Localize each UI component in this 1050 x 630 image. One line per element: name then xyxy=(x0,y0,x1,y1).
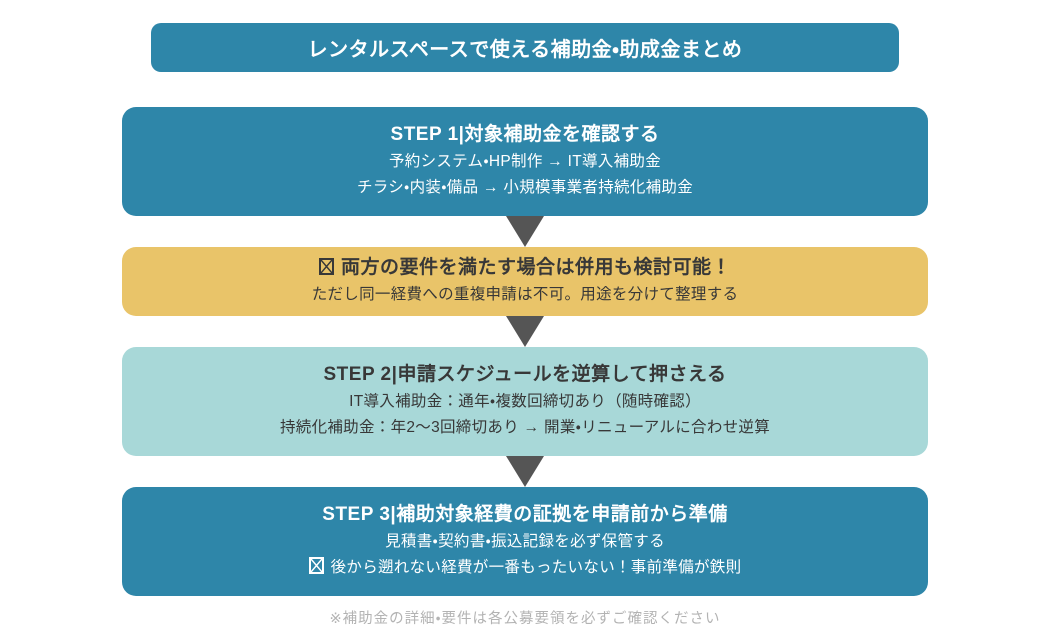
step2-title: STEP 2|申請スケジュールを逆算して押さえる xyxy=(323,364,727,385)
callout-title: 両方の要件を満たす場合は併用も検討可能！ xyxy=(132,254,918,282)
step1-title: STEP 1|対象補助金を確認する xyxy=(390,124,660,145)
step1-line2: チラシ・内装・備品 → 小規模事業者持続化補助金 xyxy=(356,179,694,196)
step1-box: STEP 1|対象補助金を確認する 予約システム・HP制作 → IT導入補助金 … xyxy=(122,107,928,216)
down-arrow-icon xyxy=(506,316,544,347)
down-arrow-icon xyxy=(506,456,544,487)
boxed-x-icon xyxy=(318,258,334,275)
step2-line1: IT導入補助金：通年・複数回締切あり（随時確認） xyxy=(349,393,701,410)
step3-box: STEP 3|補助対象経費の証拠を申請前から準備 見積書・契約書・振込記録を必ず… xyxy=(122,487,928,596)
step2-line2: 持続化補助金：年2〜3回締切あり → 開業・リニューアルに合わせ逆算 xyxy=(279,419,771,436)
callout-box: 両方の要件を満たす場合は併用も検討可能！ ただし同一経費への重複申請は不可。用途… xyxy=(122,247,928,316)
title-banner: レンタルスペースで使える補助金・助成金まとめ xyxy=(151,23,899,72)
down-arrow-icon xyxy=(506,216,544,247)
step2-box: STEP 2|申請スケジュールを逆算して押さえる IT導入補助金：通年・複数回締… xyxy=(122,347,928,456)
step3-title: STEP 3|補助対象経費の証拠を申請前から準備 xyxy=(322,504,728,525)
callout-line1: ただし同一経費への重複申請は不可。用途を分けて整理する xyxy=(311,286,739,303)
step3-line2-text: 後から遡れない経費が一番もったいない！事前準備が鉄則 xyxy=(330,559,742,576)
step3-line1: 見積書・契約書・振込記録を必ず保管する xyxy=(385,533,665,550)
boxed-x-icon xyxy=(308,557,324,574)
step3-line2: 後から遡れない経費が一番もったいない！事前準備が鉄則 xyxy=(132,555,918,581)
footer-note: ※補助金の詳細・要件は各公募要領を必ずご確認ください xyxy=(329,611,721,627)
step1-line1: 予約システム・HP制作 → IT導入補助金 xyxy=(388,153,662,170)
page-title: レンタルスペースで使える補助金・助成金まとめ xyxy=(307,39,743,61)
callout-title-text: 両方の要件を満たす場合は併用も検討可能！ xyxy=(340,257,731,278)
